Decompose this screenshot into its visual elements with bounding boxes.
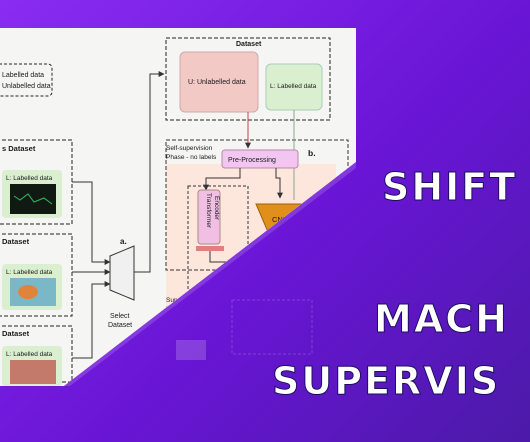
- connector-dataset-3: [72, 281, 111, 359]
- encoder-label-line1: Transformer: [205, 193, 212, 229]
- left-dataset-3-thumbnail: [10, 360, 56, 384]
- cnn-label: CNN: [272, 215, 288, 224]
- left-dataset-1-card-label: L: Labelled data: [6, 175, 53, 182]
- encoder-group-border: [187, 185, 249, 291]
- dataset-selector: [109, 245, 135, 301]
- transformer-encoder-block: [197, 189, 221, 245]
- left-dataset-1: s Dataset L: Labelled data: [0, 139, 73, 225]
- left-dataset-3-box: [0, 325, 73, 383]
- encoder-label-line2: Encoder: [213, 196, 220, 221]
- selector-marker: a.: [120, 237, 127, 246]
- unlabelled-data-block: [179, 51, 259, 113]
- legend-line1: Labelled data: [2, 72, 44, 79]
- self-supervision-title-1: Self-supervision: [166, 145, 213, 152]
- left-dataset-2-card-label: L: Labelled data: [6, 269, 53, 276]
- ghost-block: [176, 340, 206, 360]
- connector-to-encoder: [203, 168, 241, 191]
- connector-dataset-1: [72, 181, 111, 265]
- paper-area: Labelled data Unlabelled data Dataset U:…: [0, 28, 356, 386]
- preprocessing-block: [221, 149, 299, 169]
- self-supervision-marker: b.: [308, 148, 316, 158]
- encoder-output-bar: [196, 246, 224, 251]
- self-supervision-title-2: Phase - no labels: [166, 154, 217, 161]
- select-label-line2: Dataset: [108, 322, 132, 329]
- left-dataset-1-texture: [13, 193, 53, 205]
- left-dataset-3-card-label: L: Labelled data: [6, 351, 53, 358]
- left-dataset-2-spot: [18, 285, 38, 299]
- legend-box: [0, 63, 53, 97]
- preprocessing-label: Pre-Processing: [228, 157, 276, 164]
- unlabelled-data-label: U: Unlabelled data: [188, 79, 246, 86]
- ghost-diagram: [176, 299, 313, 360]
- left-dataset-3: Dataset L: Labelled data: [0, 325, 73, 386]
- diagonal-edge: [64, 162, 356, 386]
- left-dataset-1-title: s Dataset: [2, 144, 36, 153]
- legend-line2: Unlabelled data: [2, 83, 51, 90]
- dataset-box-title: Dataset: [236, 41, 262, 48]
- select-label-line1: Select: [110, 313, 130, 320]
- left-dataset-2-title: Dataset: [2, 237, 30, 246]
- left-dataset-1-thumbnail: [10, 184, 56, 214]
- left-dataset-3-title: Dataset: [2, 329, 30, 338]
- left-dataset-2: Dataset L: Labelled data: [0, 233, 73, 317]
- connector-to-cnn: [275, 168, 283, 199]
- ghost-box: [231, 299, 313, 355]
- left-dataset-2-box: [0, 233, 73, 317]
- connector-to-dataset: [134, 71, 165, 273]
- labelled-data-label: L: Labelled data: [270, 83, 317, 90]
